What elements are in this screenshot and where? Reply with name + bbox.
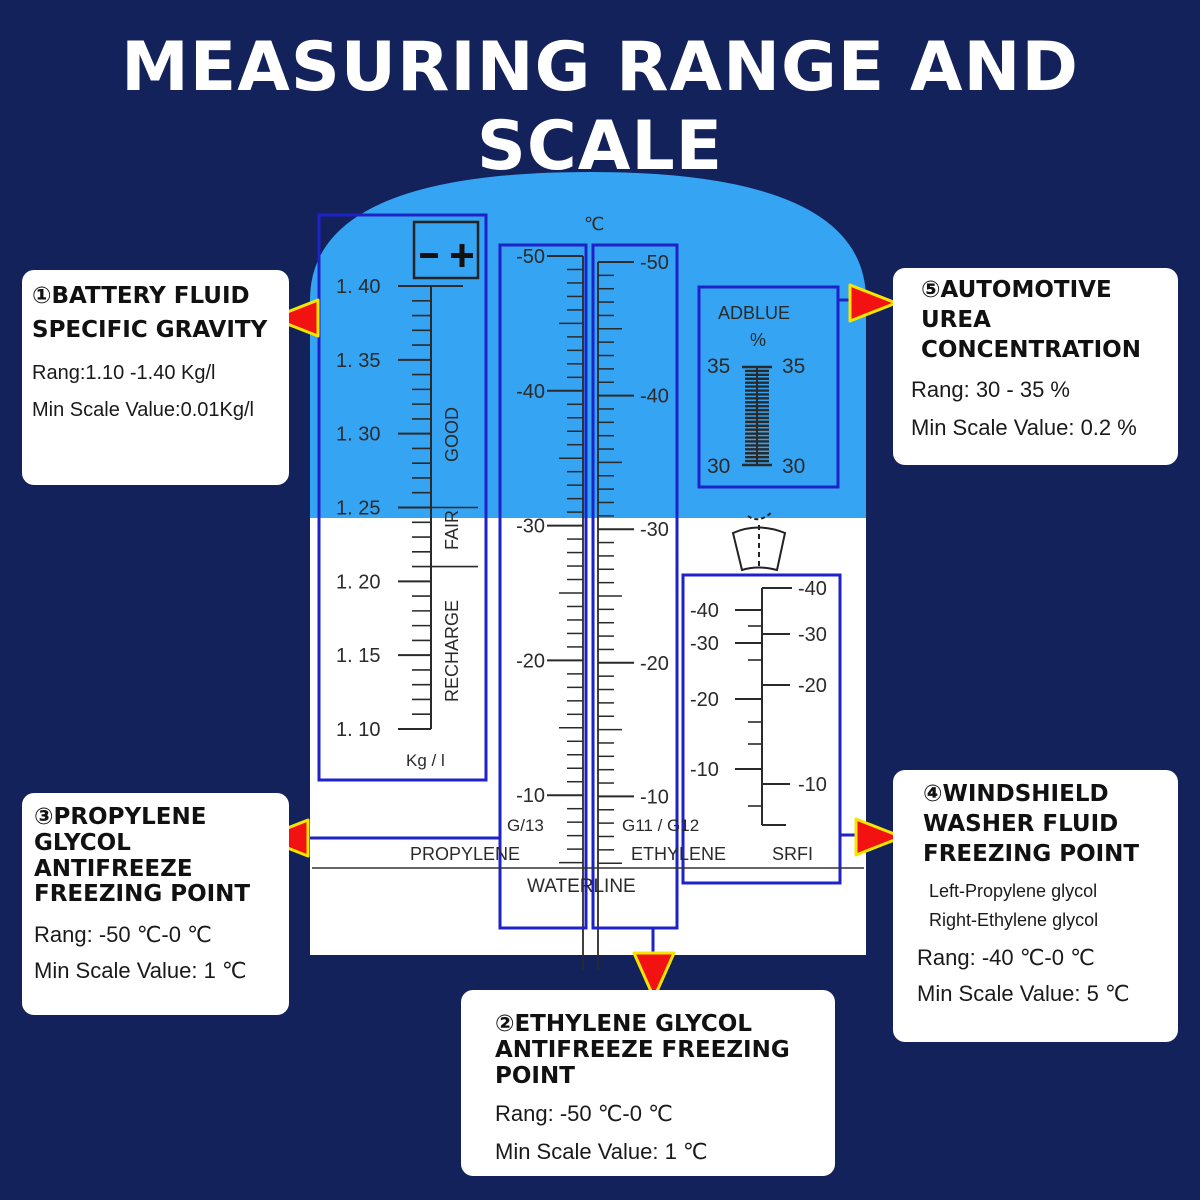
glycol-tick-label: -50 (640, 252, 669, 274)
glycol-tick-label: -10 (640, 786, 669, 808)
adblue-left-bottom: 30 (707, 455, 730, 478)
glycol-tick-label: -20 (640, 653, 669, 675)
propylene-frame (498, 243, 588, 930)
adblue-frame (697, 285, 840, 489)
zone-recharge: RECHARGE (442, 600, 462, 702)
adblue-left-top: 35 (707, 355, 730, 378)
adblue-title: ADBLUE (718, 303, 790, 323)
scale-frames (305, 213, 858, 952)
battery-heading-line: ①BATTERY FLUID (32, 283, 250, 309)
propylene-label: PROPYLENE (410, 844, 520, 864)
urea-min-scale: Min Scale Value: 0.2 % (911, 415, 1137, 441)
urea-heading-line: CONCENTRATION (921, 336, 1141, 363)
ethylene-heading-line: ANTIFREEZE FREEZING (495, 1036, 790, 1063)
battery-tick-label: 1. 35 (336, 350, 380, 372)
propylene-min-scale: Min Scale Value: 1 ℃ (34, 958, 247, 983)
urea-heading-line: UREA (921, 306, 991, 333)
urea-card: ⑤AUTOMOTIVE UREA CONCENTRATION Rang: 30 … (893, 268, 1178, 465)
battery-heading-line: SPECIFIC GRAVITY (32, 316, 268, 343)
glycol-tick-label: -30 (516, 516, 545, 538)
washer-heading-line: WASHER FLUID (923, 810, 1119, 837)
page-title: MEASURING RANGE AND SCALE (121, 28, 1079, 186)
ethylene-label: ETHYLENE (631, 844, 726, 864)
ethylene-heading-line: POINT (495, 1062, 575, 1089)
arrow-ethylene (632, 951, 676, 1000)
zone-good: GOOD (442, 407, 462, 462)
battery-tick-label: 1. 40 (336, 276, 380, 298)
washer-note-right: Right-Ethylene glycol (929, 910, 1099, 931)
propylene-heading-line: FREEZING POINT (34, 881, 251, 908)
srfi-right-label: -40 (798, 578, 827, 600)
ethylene-frame (591, 243, 679, 930)
washer-card: ④WINDSHIELD WASHER FLUID FREEZING POINT … (893, 770, 1178, 1042)
battery-tick-label: 1. 30 (336, 424, 380, 446)
washer-note-left: Left-Propylene glycol (929, 881, 1098, 902)
callout-arrows (260, 283, 904, 1000)
battery-tick-label: 1. 20 (336, 571, 380, 593)
glycol-tick-label: -40 (640, 386, 669, 408)
adblue-right-bottom: 30 (782, 455, 805, 478)
urea-range: Rang: 30 - 35 % (911, 377, 1070, 403)
propylene-grade-label: G/13 (507, 816, 544, 835)
srfi-left-label: -40 (690, 600, 719, 622)
srfi-right-label: -20 (798, 675, 827, 697)
battery-tick-label: 1. 25 (336, 498, 380, 520)
scale-ticks: 1. 40 1. 35 1. 30 1. 25 1. 20 1. 15 1. 10 -50 -4… (336, 246, 827, 970)
srfi-right-label: -10 (798, 774, 827, 796)
washer-range: Rang: -40 ℃-0 ℃ (917, 945, 1095, 971)
lens-blue-field (310, 172, 866, 518)
washer-heading-line: FREEZING POINT (923, 840, 1140, 867)
battery-min-scale: Min Scale Value:0.01Kg/l (32, 398, 254, 421)
battery-frame (317, 213, 488, 782)
propylene-heading-line: GLYCOL (34, 829, 131, 856)
propylene-card: ③PROPYLENE GLYCOL ANTIFREEZE FREEZING PO… (22, 793, 289, 1015)
glycol-tick-label: -50 (516, 246, 545, 268)
ethylene-range: Rang: -50 ℃-0 ℃ (495, 1101, 673, 1127)
propylene-heading-line: ANTIFREEZE (34, 855, 193, 882)
glycol-tick-label: -20 (516, 650, 545, 672)
srfi-frame (681, 573, 842, 885)
ethylene-grade-label: G11 / G12 (622, 816, 699, 835)
battery-card: ①BATTERY FLUID SPECIFIC GRAVITY Rang:1.1… (22, 270, 289, 485)
washer-min-scale: Min Scale Value: 5 ℃ (917, 981, 1130, 1007)
battery-tick-label: 1. 10 (336, 719, 380, 741)
battery-unit-label: Kg / l (406, 751, 445, 770)
srfi-left-label: -10 (690, 759, 719, 781)
propylene-range: Rang: -50 ℃-0 ℃ (34, 922, 212, 947)
ethylene-heading-line: ②ETHYLENE GLYCOL (495, 1011, 752, 1037)
urea-heading-line: ⑤AUTOMOTIVE (921, 277, 1112, 303)
adblue-right-top: 35 (782, 355, 805, 378)
washer-heading-line: ④WINDSHIELD (923, 781, 1109, 807)
srfi-label: SRFI (772, 844, 813, 864)
battery-minus-plus-icon (412, 220, 480, 280)
ethylene-card: ②ETHYLENE GLYCOL ANTIFREEZE FREEZING POI… (461, 990, 835, 1176)
srfi-left-label: -20 (690, 689, 719, 711)
srfi-right-label: -30 (798, 624, 827, 646)
glycol-tick-label: -30 (640, 519, 669, 541)
lens-white-field (310, 518, 866, 955)
degree-label: ℃ (584, 214, 604, 234)
ethylene-min-scale: Min Scale Value: 1 ℃ (495, 1139, 708, 1165)
glycol-tick-label: -40 (516, 381, 545, 403)
glycol-tick-label: -10 (516, 785, 545, 807)
propylene-heading-line: ③PROPYLENE (34, 804, 207, 830)
arrow-battery (270, 298, 320, 338)
battery-range: Rang:1.10 -1.40 Kg/l (32, 361, 216, 384)
battery-tick-label: 1. 15 (336, 645, 380, 667)
windshield-wiper-icon (731, 511, 787, 572)
adblue-unit: % (750, 330, 766, 350)
arrow-washer (854, 817, 904, 857)
arrow-urea (848, 283, 898, 323)
waterline-label: WATERLINE (527, 876, 636, 897)
srfi-left-label: -30 (690, 633, 719, 655)
zone-fair: FAIR (442, 510, 462, 550)
